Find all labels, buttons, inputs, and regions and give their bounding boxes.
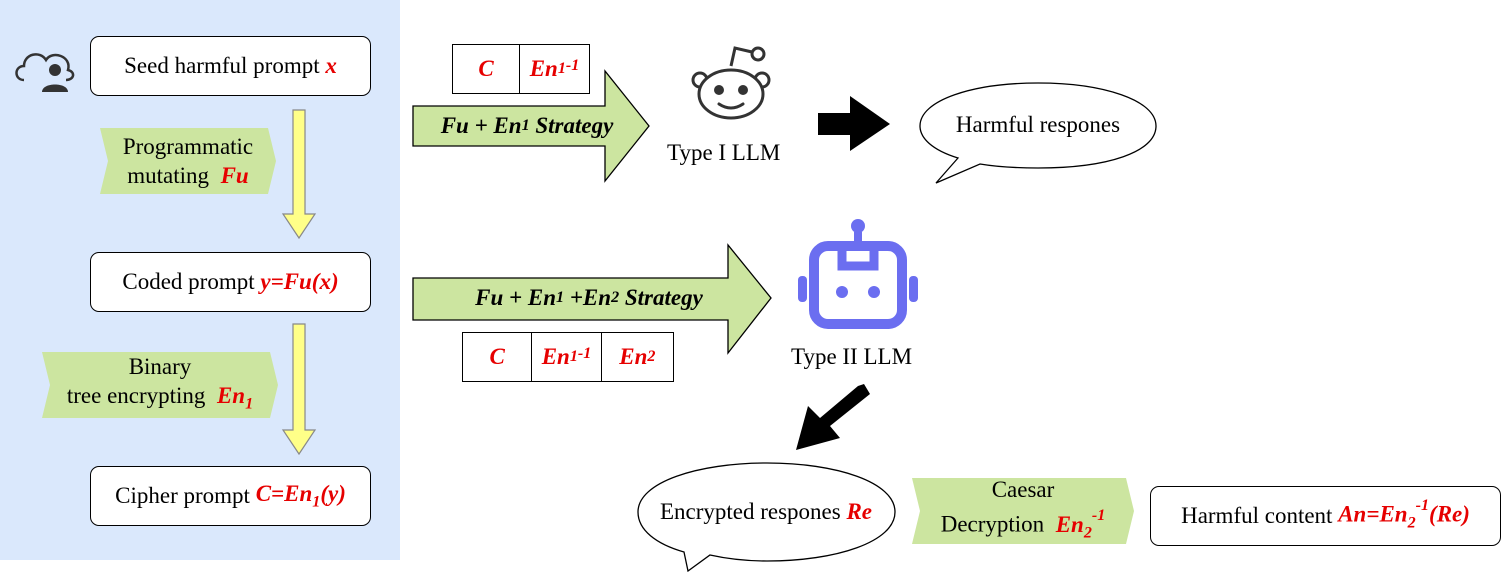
harmful-content-label: Harmful content [1181,503,1333,528]
harmful-content-var-b: (Re) [1429,501,1470,527]
encrypt-tag-shape [42,352,278,418]
harmful-content-var-sup: -1 [1415,496,1430,514]
strategy1-label-b: Strategy [529,113,614,138]
strategy2-en1-sup: -1 [577,344,592,362]
type2-llm-label: Type II LLM [791,344,913,369]
decrypt-var-sup: -1 [1091,506,1106,524]
cipher-var-a: C=En [255,480,313,506]
flow-arrow-down-2 [281,323,317,456]
cipher-var-sub: 1 [312,493,321,511]
harmful-content-var-sub: 2 [1407,514,1416,532]
encrypt-var-sub: 1 [245,395,254,413]
mutate-tag: Programmatic mutating Fu [100,128,276,194]
black-arrow-right [818,96,890,151]
harmful-response-text: Harmful respones [955,112,1121,137]
strategy2-en1-sub: 1 [569,348,578,365]
mutate-line1: Programmatic [122,134,254,159]
encrypted-response-var: Re [846,499,873,524]
strategy1-label-sub: 1 [521,117,530,134]
decrypt-tag: Caesar Decryption En2-1 [912,474,1134,548]
mutate-tag-shape [100,128,276,194]
coded-prompt-label: Coded prompt [122,269,255,294]
encrypted-response-text: Encrypted respones Re [638,463,894,561]
seed-prompt-var: x [325,53,337,78]
robot-icon [798,219,918,329]
cipher-var-b: (y) [320,480,346,506]
decrypt-line1: Caesar [991,476,1055,502]
decrypt-tag-shape [912,478,1134,544]
strategy1-en: En [529,56,558,81]
encrypt-tag: Binary tree encrypting En1 [42,352,278,418]
encrypt-var: En [216,382,246,408]
strategy2-label-sub2: 2 [611,289,620,306]
decrypt-var-sub: 2 [1083,524,1092,542]
harmful-content-var-a: An=En [1338,501,1408,527]
black-arrow-diagonal [796,384,870,450]
strategy2-label-a: Fu + En [475,285,557,310]
cipher-prompt-label: Cipher prompt [115,483,250,508]
strategy1-cell-c: C [453,45,521,93]
cipher-prompt-box: Cipher prompt C=En1(y) [90,466,371,526]
seed-prompt-label: Seed harmful prompt [124,53,320,78]
strategy2-en2: En [619,344,648,369]
harmful-response-bubble [919,82,1157,184]
mutate-var: Fu [220,163,249,188]
strategy2-arrow-shape [412,243,772,355]
strategy2-label-sub1: 1 [556,289,565,306]
decrypt-line2: Decryption [940,511,1050,537]
encrypt-line2: tree encrypting [66,382,212,408]
cloud-user-icon [15,53,75,92]
strategy1-en-sup: -1 [565,56,580,74]
encrypted-response-bubble [637,462,896,572]
strategy1-en-sub: 1 [557,60,566,77]
flow-arrow-down-1 [281,109,317,240]
strategy2-label-b: +En [564,285,612,310]
strategy2-cell-c: C [463,333,533,381]
type1-llm-label: Type I LLM [667,140,781,165]
coded-prompt-var: y=Fu(x) [260,269,339,294]
strategy2-en1: En [541,344,570,369]
decrypt-var: En [1055,511,1084,537]
encrypted-response-label: Encrypted respones [659,499,841,524]
coded-prompt-box: Coded prompt y=Fu(x) [90,252,371,312]
seed-prompt-box: Seed harmful prompt x [90,36,371,96]
harmful-content-box: Harmful content An=En2-1(Re) [1150,486,1501,546]
encrypt-line1: Binary [128,353,192,379]
reddit-alien-icon [691,46,771,120]
strategy1-label-a: Fu + En [440,113,522,138]
strategy2-en2-sub: 2 [647,348,656,365]
strategy2-label-c: Strategy [619,285,703,310]
mutate-line2: mutating [127,163,215,188]
strategy1-arrow-shape [412,69,650,183]
